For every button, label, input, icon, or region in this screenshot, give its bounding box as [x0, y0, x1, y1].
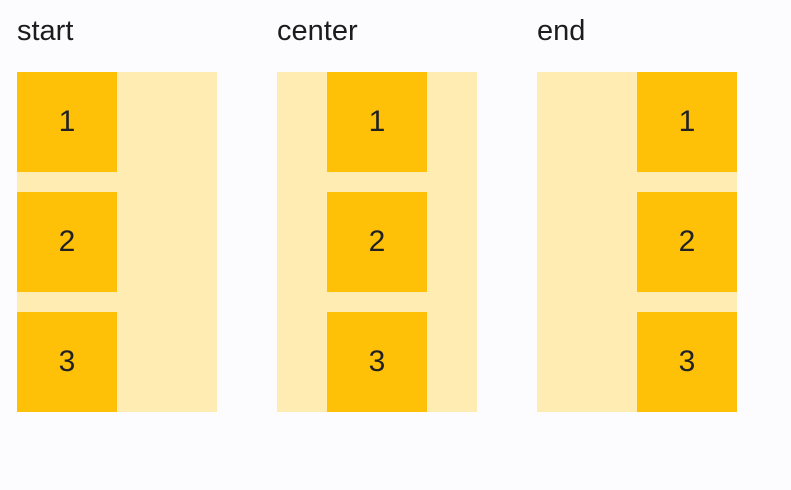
- flex-item: 1: [17, 72, 117, 172]
- flex-item: 3: [637, 312, 737, 412]
- alignment-label-start: start: [17, 15, 74, 47]
- alignment-label-center: center: [277, 15, 358, 47]
- demo-column-center: center 1 2 3: [277, 13, 477, 412]
- flex-container-center: 1 2 3: [277, 72, 477, 412]
- flex-container-start: 1 2 3: [17, 72, 217, 412]
- flex-item: 1: [327, 72, 427, 172]
- flex-item: 3: [327, 312, 427, 412]
- demo-column-start: start 1 2 3: [17, 13, 217, 412]
- flex-item: 3: [17, 312, 117, 412]
- flex-item: 2: [327, 192, 427, 292]
- flex-item: 2: [17, 192, 117, 292]
- alignment-demo: start 1 2 3 center 1 2 3 end 1 2 3: [17, 13, 737, 412]
- flex-container-end: 1 2 3: [537, 72, 737, 412]
- alignment-label-end: end: [537, 15, 586, 47]
- flex-item: 2: [637, 192, 737, 292]
- demo-column-end: end 1 2 3: [537, 13, 737, 412]
- flex-item: 1: [637, 72, 737, 172]
